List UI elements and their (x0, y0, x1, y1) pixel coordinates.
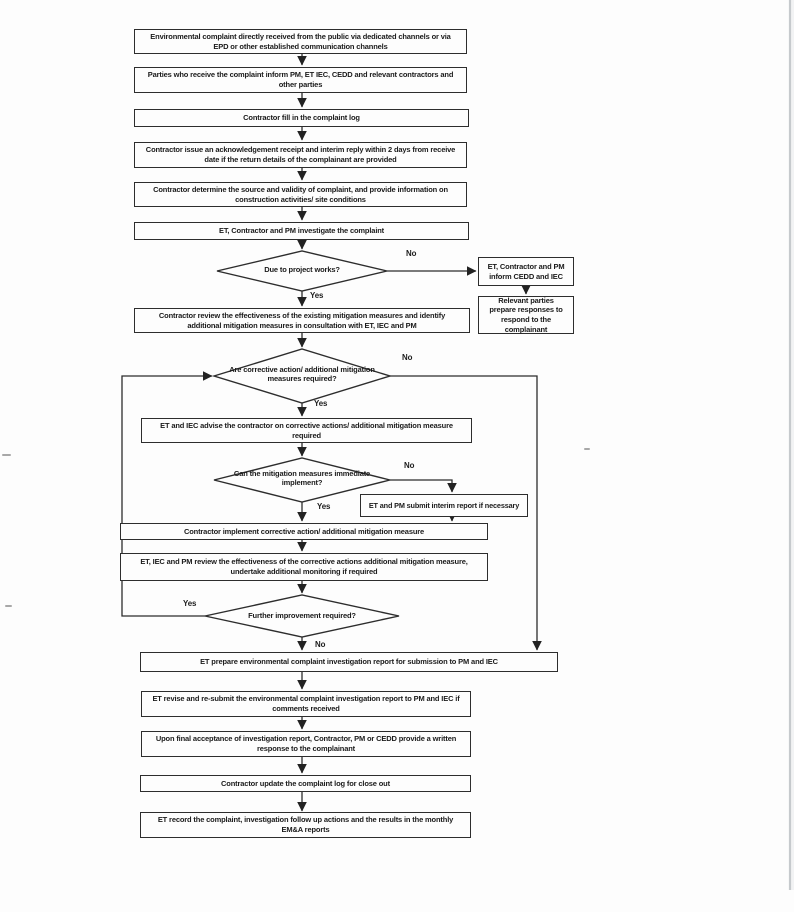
node-review-existing-mitigation: Contractor review the effectiveness of t… (134, 308, 470, 333)
decision-diamond-corrective-required (211, 348, 393, 404)
connector-lines (121, 54, 542, 812)
edge-label-yes-further-improvement: Yes (183, 599, 197, 608)
edge-label-yes-immediate-implement: Yes (317, 502, 331, 511)
scan-speck (2, 454, 11, 456)
node-investigate-complaint: ET, Contractor and PM investigate the co… (134, 222, 469, 240)
node-review-corrective-actions: ET, IEC and PM review the effectiveness … (120, 553, 488, 581)
edge-label-no-further-improvement: No (315, 640, 326, 649)
node-submit-interim-report: ET and PM submit interim report if neces… (360, 494, 528, 517)
decision-diamond-immediate-implement (213, 457, 391, 503)
node-prepare-responses: Relevant parties prepare responses to re… (478, 296, 574, 334)
decision-immediate-implement-label: Can the mitigation measures immediate im… (233, 469, 371, 488)
node-prepare-investigation-report: ET prepare environmental complaint inves… (140, 652, 558, 672)
node-determine-source-validity: Contractor determine the source and vali… (134, 182, 467, 207)
edge-label-no-project-works: No (406, 249, 417, 258)
scan-speck (5, 605, 12, 607)
edge-label-yes-project-works: Yes (310, 291, 324, 300)
node-inform-cedd-iec: ET, Contractor and PM inform CEDD and IE… (478, 257, 574, 286)
page-edge-strip (791, 0, 794, 890)
decision-diamond-due-to-project-works (216, 250, 388, 292)
scan-speck (584, 448, 590, 450)
node-inform-parties: Parties who receive the complaint inform… (134, 67, 467, 93)
decision-due-to-project-works-label: Due to project works? (264, 265, 340, 274)
node-implement-corrective-action: Contractor implement corrective action/ … (120, 523, 488, 540)
decision-diamond-further-improvement (204, 594, 400, 638)
edge-label-no-immediate-implement: No (404, 461, 415, 470)
node-acknowledgement-receipt: Contractor issue an acknowledgement rece… (134, 142, 467, 168)
node-revise-resubmit-report: ET revise and re-submit the environmenta… (141, 691, 471, 717)
node-record-monthly-ema: ET record the complaint, investigation f… (140, 812, 471, 838)
decision-corrective-required-label: Are corrective action/ additional mitiga… (229, 365, 375, 384)
node-update-complaint-log: Contractor update the complaint log for … (140, 775, 471, 792)
edge-label-yes-corrective-required: Yes (314, 399, 328, 408)
node-receive-complaint: Environmental complaint directly receive… (134, 29, 467, 54)
node-fill-complaint-log: Contractor fill in the complaint log (134, 109, 469, 127)
node-final-acceptance-response: Upon final acceptance of investigation r… (141, 731, 471, 757)
decision-further-improvement-label: Further improvement required? (248, 611, 356, 620)
node-advise-contractor: ET and IEC advise the contractor on corr… (141, 418, 472, 443)
edge-label-no-corrective-required: No (402, 353, 413, 362)
